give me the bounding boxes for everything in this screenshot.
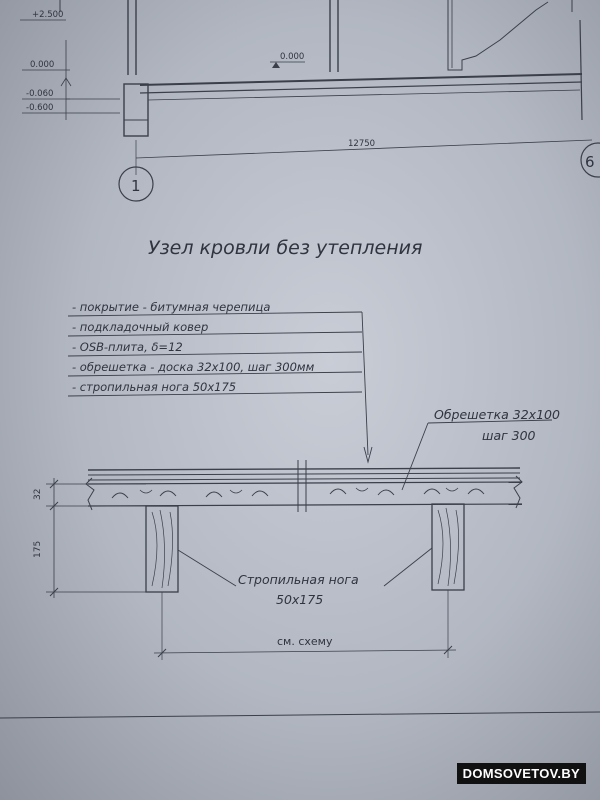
- layer-3-label: - OSB-плита, δ=12: [72, 340, 183, 354]
- layer-1-label: - покрытие - битумная черепица: [72, 300, 270, 314]
- level-b-label: -0.600: [26, 103, 53, 113]
- rafter-callout-line1: Стропильная нога: [238, 572, 359, 587]
- batten-callout-line1: Обрешетка 32x100: [434, 407, 560, 422]
- site-watermark: DOMSOVETOV.BY: [456, 763, 586, 784]
- level-top-label: +2.500: [32, 10, 63, 20]
- drawing-title: Узел кровли без утепления: [148, 237, 422, 259]
- batten-height-dim: 32: [33, 489, 43, 500]
- batten-callout-line2: шаг 300: [482, 428, 536, 443]
- span-dimension-label: 12750: [348, 139, 375, 149]
- rafter-callout-line2: 50x175: [276, 592, 323, 607]
- level-floor-right-label: 0.000: [280, 52, 304, 62]
- level-a-label: -0.060: [26, 89, 53, 99]
- layer-4-label: - обрешетка - доска 32x100, шаг 300мм: [72, 360, 315, 374]
- axis-1-label: 1: [131, 177, 141, 195]
- axis-6-label: 6: [585, 153, 595, 171]
- layer-2-label: - подкладочный ковер: [72, 320, 208, 334]
- level-floor-label: 0.000: [30, 60, 54, 70]
- layers-legend-lines: [67, 311, 373, 464]
- roof-section: [46, 460, 523, 660]
- spacing-dim-label: см. схему: [277, 635, 333, 648]
- rafter-height-dim: 175: [33, 541, 43, 558]
- layer-5-label: - стропильная нога 50x175: [72, 380, 236, 394]
- plan-fragment: [0, 0, 600, 719]
